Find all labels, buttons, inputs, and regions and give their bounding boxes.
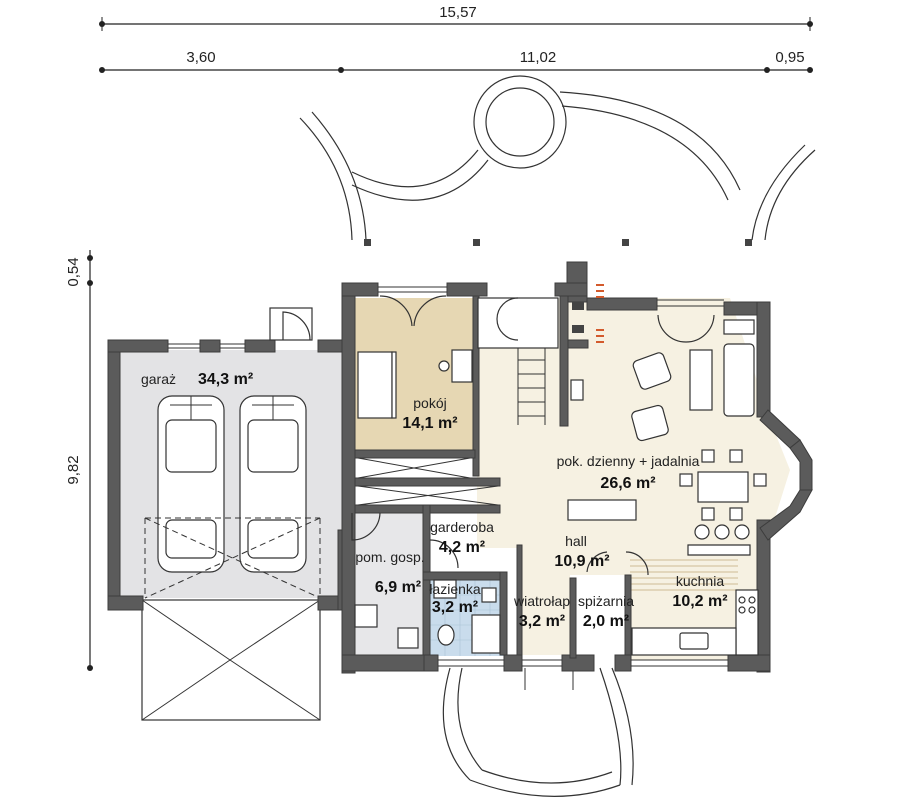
dim-depth-main: 9,82: [65, 455, 82, 484]
area-spizarnia: 2,0 m²: [583, 613, 629, 630]
label-garaz: garaż: [141, 371, 176, 387]
area-garaz: 34,3 m²: [198, 371, 253, 388]
car-right-icon: [239, 395, 307, 573]
garage-door-dashes: [144, 517, 321, 599]
area-gosp: 6,9 m²: [375, 579, 421, 596]
lazienka-furniture: [433, 579, 501, 654]
label-hall: hall: [565, 533, 587, 549]
kitchen-stripes: [630, 559, 738, 591]
label-spizarnia: spiżarnia: [578, 593, 634, 609]
door-arcs: [269, 307, 608, 573]
staircase: [477, 297, 559, 425]
label-garderoba: garderoba: [430, 519, 494, 535]
windows: [168, 286, 728, 667]
dim-depth-top: 0,54: [65, 257, 82, 286]
room-labels: garaż 34,3 m² pokój 14,1 m² pok. dzienny…: [141, 371, 728, 630]
area-garderoba: 4,2 m²: [439, 539, 485, 556]
car-left-icon: [157, 395, 225, 573]
pokoj-furniture: [357, 295, 473, 419]
dimension-lines: [87, 17, 813, 671]
gosp-furniture: [351, 512, 419, 649]
label-wiatrolap: wiatrołap: [513, 593, 570, 609]
walls: [107, 261, 813, 674]
area-pokoj: 14,1 m²: [402, 415, 457, 432]
dim-segment-2: 11,02: [520, 49, 556, 66]
area-lazienka: 3,2 m²: [432, 599, 478, 616]
wardrobe-garderoba: [357, 457, 499, 506]
chimney-marks: [572, 284, 604, 343]
label-kuchnia: kuchnia: [676, 573, 724, 589]
dim-segment-3: 0,95: [775, 49, 804, 66]
dim-segment-1: 3,60: [186, 49, 215, 66]
terrace-bottom: [442, 667, 634, 797]
terrace-top: [299, 75, 816, 246]
dim-total-width: 15,57: [439, 4, 477, 21]
area-kuchnia: 10,2 m²: [672, 593, 727, 610]
area-dzienny: 26,6 m²: [600, 475, 655, 492]
area-wiatrolap: 3,2 m²: [519, 613, 565, 630]
living-furniture: [567, 314, 767, 521]
kitchen-furniture: [625, 524, 759, 656]
label-pokoj: pokój: [413, 395, 446, 411]
label-lazienka: łazienka: [429, 581, 481, 597]
driveway-roof: [141, 599, 321, 721]
area-hall: 10,9 m²: [554, 553, 609, 570]
label-dzienny: pok. dzienny + jadalnia: [557, 453, 700, 469]
label-gosp: pom. gosp.: [355, 549, 424, 565]
